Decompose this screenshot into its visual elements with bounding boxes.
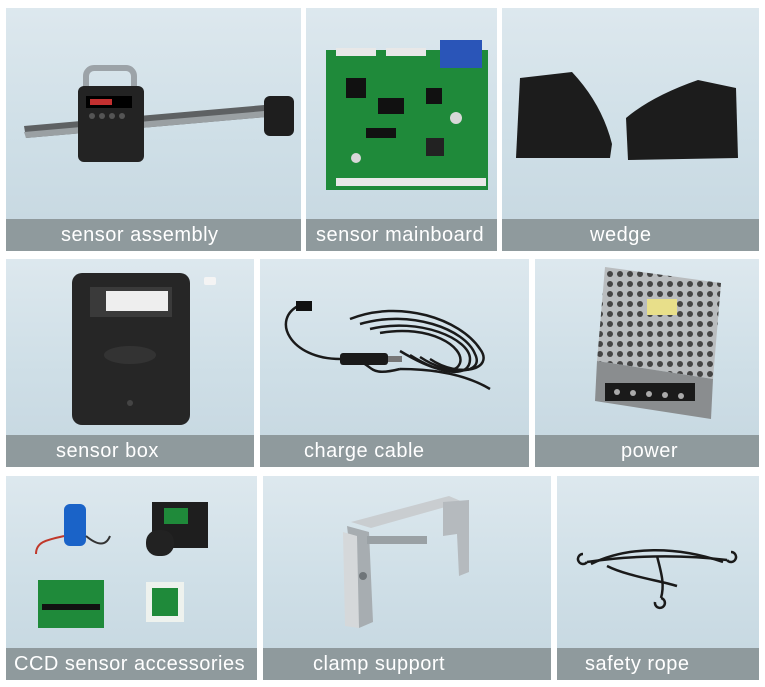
caption-bar: charge cable <box>260 435 529 467</box>
tile-safety-rope: safety rope <box>557 476 759 680</box>
caption-bar: sensor box <box>6 435 254 467</box>
caption-bar: clamp support <box>263 648 551 680</box>
sensor-box-image <box>6 259 254 435</box>
caption-label: charge cable <box>304 440 425 462</box>
caption-bar: wedge <box>502 219 759 251</box>
caption-label: clamp support <box>313 653 446 675</box>
tile-ccd-sensor-accessories: CCD sensor accessories <box>6 476 257 680</box>
caption-bar: sensor mainboard <box>306 219 497 251</box>
power-image <box>535 259 759 435</box>
tile-clamp-support: clamp support <box>263 476 551 680</box>
tile-sensor-assembly: sensor assembly <box>6 8 301 251</box>
caption-label: CCD sensor accessories <box>14 653 246 675</box>
caption-label: safety rope <box>585 653 690 675</box>
ccd-sensor-accessories-image <box>6 476 257 648</box>
caption-bar: CCD sensor accessories <box>6 648 257 680</box>
wedge-image <box>502 8 759 219</box>
caption-label: power <box>621 440 678 462</box>
charge-cable-image <box>260 259 529 435</box>
caption-label: sensor box <box>56 440 159 462</box>
tile-charge-cable: charge cable <box>260 259 529 467</box>
tile-sensor-mainboard: sensor mainboard <box>306 8 497 251</box>
clamp-support-image <box>263 476 551 648</box>
safety-rope-image <box>557 476 759 648</box>
caption-label: wedge <box>590 224 652 246</box>
caption-bar: sensor assembly <box>6 219 301 251</box>
caption-bar: power <box>535 435 759 467</box>
caption-label: sensor mainboard <box>316 224 485 246</box>
caption-label: sensor assembly <box>61 224 219 246</box>
sensor-assembly-image <box>6 8 301 219</box>
tile-sensor-box: sensor box <box>6 259 254 467</box>
tile-wedge: wedge <box>502 8 759 251</box>
sensor-mainboard-image <box>306 8 497 219</box>
caption-bar: safety rope <box>557 648 759 680</box>
tile-power: power <box>535 259 759 467</box>
